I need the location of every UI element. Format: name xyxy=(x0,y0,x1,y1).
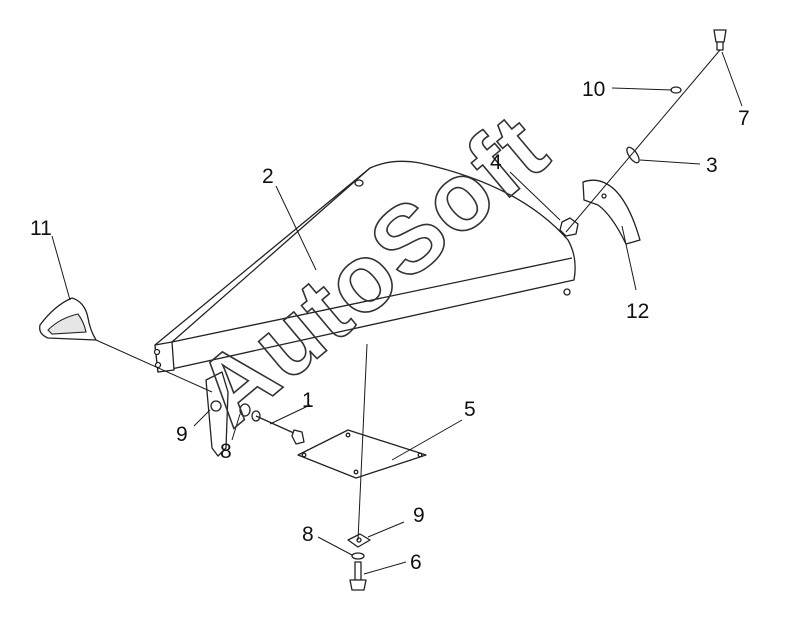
callout-3: 3 xyxy=(706,154,718,177)
bolt-part-7 xyxy=(713,29,727,51)
callout-1: 1 xyxy=(302,389,314,412)
spring-washer xyxy=(351,552,365,560)
bolt-bottom xyxy=(349,561,367,591)
callout-9-lower: 9 xyxy=(413,504,425,527)
washer-part-3 xyxy=(626,146,640,164)
washer-square xyxy=(347,533,371,548)
bolt-assembly-left xyxy=(239,403,305,445)
callout-9-upper: 9 xyxy=(176,423,188,446)
callout-12: 12 xyxy=(626,300,649,323)
callout-6: 6 xyxy=(410,551,422,574)
callout-11: 11 xyxy=(30,217,52,240)
end-cap xyxy=(39,297,97,341)
right-bracket xyxy=(582,179,641,245)
callout-5: 5 xyxy=(464,398,476,421)
callout-2: 2 xyxy=(262,165,274,188)
callout-7: 7 xyxy=(738,107,750,130)
lower-bracket xyxy=(205,371,229,457)
leader-lines xyxy=(51,51,743,575)
callout-8-upper: 8 xyxy=(220,440,232,463)
callout-8-lower: 8 xyxy=(302,523,314,546)
washer-part-10 xyxy=(670,86,682,94)
callout-10: 10 xyxy=(582,78,605,101)
callout-4: 4 xyxy=(490,151,502,174)
callout-labels: 1 2 3 4 5 6 7 8 8 9 9 10 11 12 xyxy=(30,78,750,574)
assembly-lines xyxy=(95,49,721,541)
